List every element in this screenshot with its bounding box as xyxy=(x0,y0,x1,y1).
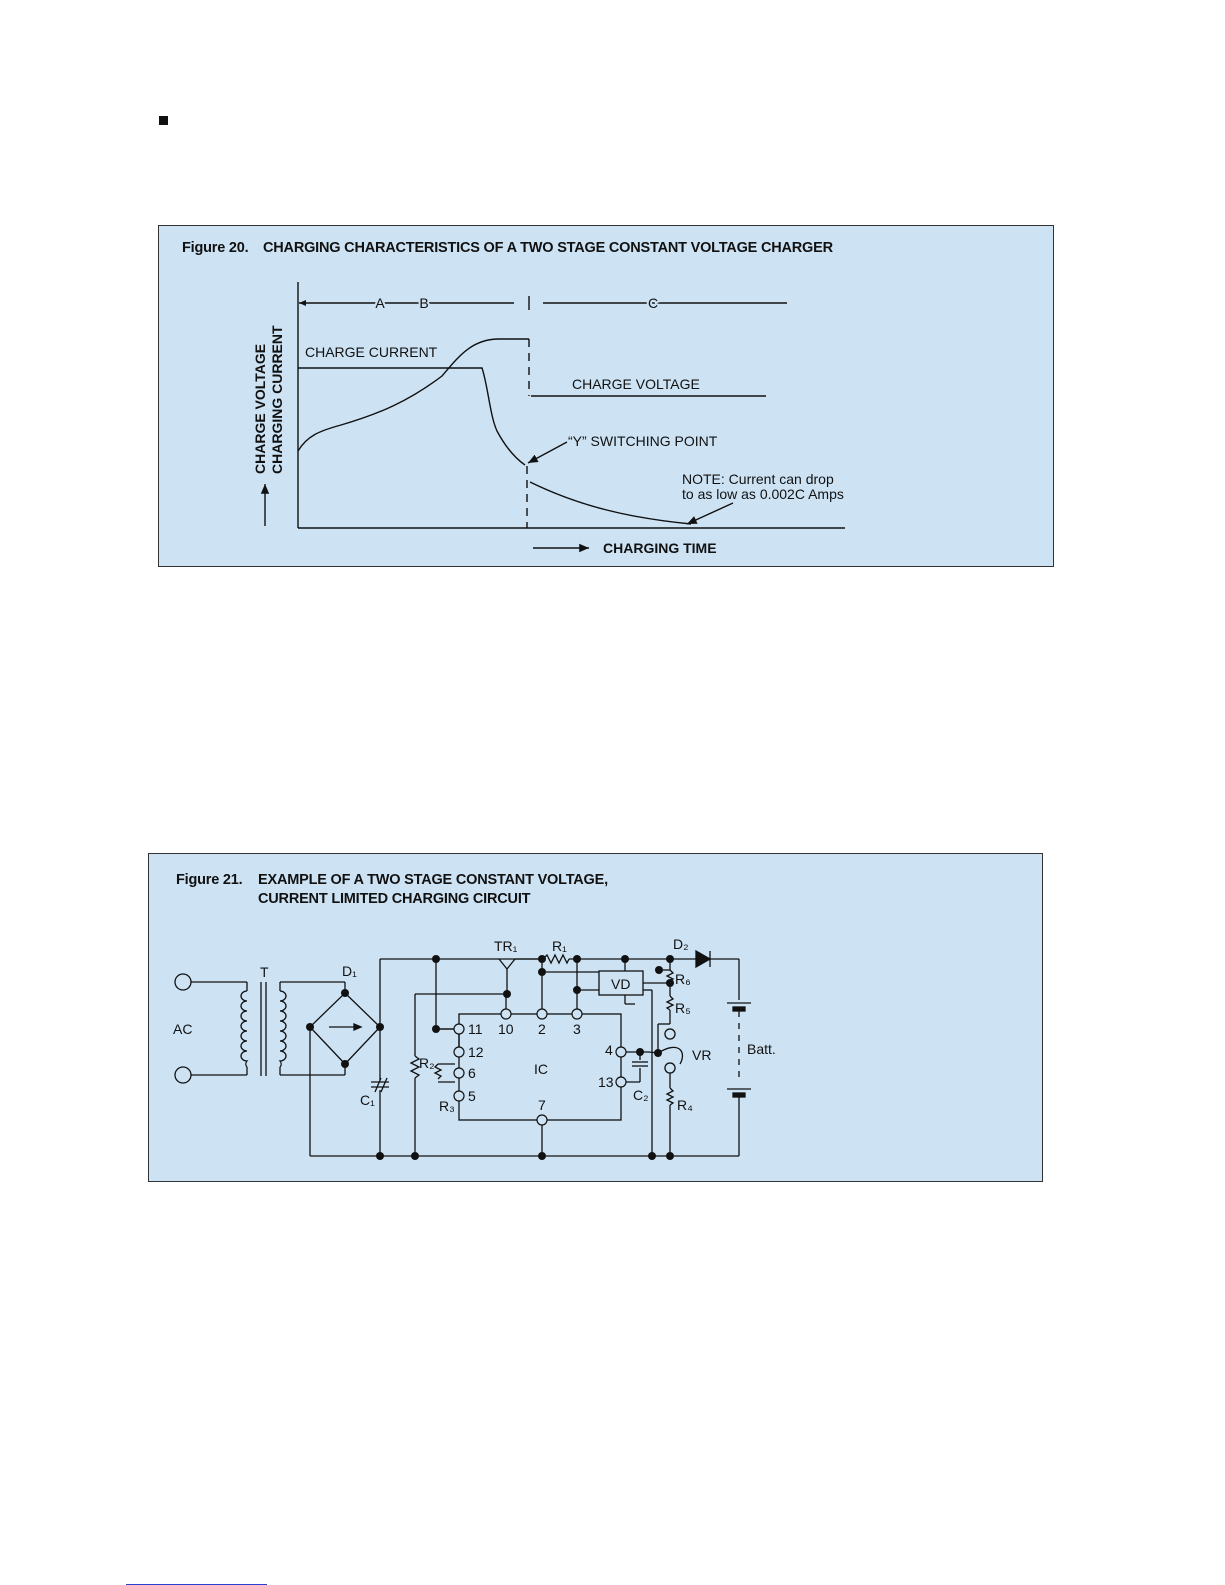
vr-label: VR xyxy=(692,1047,711,1063)
figure-20-panel: Figure 20. CHARGING CHARACTERISTICS OF A … xyxy=(158,225,1054,567)
r5-label: R₅ xyxy=(675,1000,691,1016)
note-line-1: NOTE: Current can drop xyxy=(682,471,834,487)
figure-20-title: Figure 20. CHARGING CHARACTERISTICS OF A … xyxy=(182,240,833,256)
ic-pin-11: 11 xyxy=(468,1021,483,1037)
ic-pin-5: 5 xyxy=(468,1088,476,1104)
charging-characteristics-graph: A B C CHARGE CURRENT CHARGE VOLTAGE “Y” … xyxy=(252,282,845,556)
transformer-label: T xyxy=(260,964,269,980)
vd-label: VD xyxy=(611,976,630,992)
ac-label: AC xyxy=(173,1021,192,1037)
ic-pin-6: 6 xyxy=(468,1065,476,1081)
ic-label: IC xyxy=(534,1061,548,1077)
figure-21-title-line-2: CURRENT LIMITED CHARGING CIRCUIT xyxy=(258,891,531,907)
ic-pin-7: 7 xyxy=(538,1097,546,1113)
figure-21-title: Figure 21. EXAMPLE OF A TWO STAGE CONSTAN… xyxy=(176,871,608,909)
c1-label: C₁ xyxy=(360,1092,375,1108)
y-axis-label-current: CHARGING CURRENT xyxy=(269,325,285,474)
d2-label: D₂ xyxy=(673,936,689,952)
ic-pin-3: 3 xyxy=(573,1021,581,1037)
ic-pin-13: 13 xyxy=(598,1074,614,1090)
resistor-r4 xyxy=(665,1087,675,1106)
transformer-primary xyxy=(240,990,249,1068)
charge-current-label: CHARGE CURRENT xyxy=(305,344,438,360)
ic-pin-2: 2 xyxy=(538,1021,546,1037)
tr1-label: TR₁ xyxy=(494,938,518,954)
diode-d2 xyxy=(695,949,712,969)
region-c-label: C xyxy=(648,295,658,311)
r6-label: R₆ xyxy=(675,971,691,987)
x-axis-label: CHARGING TIME xyxy=(603,540,717,556)
switching-point-label: “Y” SWITCHING POINT xyxy=(568,433,718,449)
d1-label: D₁ xyxy=(342,963,357,979)
transformer-secondary xyxy=(278,990,287,1068)
charging-circuit-schematic: AC T D₁ C₁ R₂ R₃ TR₁ R₁ D₂ VD R₆ R₅ VR R… xyxy=(173,936,776,1160)
figure-20-number: Figure 20. xyxy=(182,240,249,256)
charge-voltage-curve xyxy=(297,338,529,452)
resistor-r2-left xyxy=(409,1055,421,1079)
c2-label: C₂ xyxy=(633,1087,649,1103)
variable-resistor-vr xyxy=(657,1046,684,1065)
figure-21-number: Figure 21. xyxy=(176,872,243,888)
region-b-label: B xyxy=(419,295,428,311)
region-a-label: A xyxy=(375,295,385,311)
transistor-tr1 xyxy=(498,958,516,971)
section-bullet xyxy=(159,116,168,125)
ac-terminal-top xyxy=(174,973,192,991)
charge-current-tail xyxy=(529,481,692,525)
ic-pin-12: 12 xyxy=(468,1044,484,1060)
battery-label: Batt. xyxy=(747,1041,776,1057)
note-line-2: to as low as 0.002C Amps xyxy=(682,486,844,502)
resistor-r5 xyxy=(665,995,675,1011)
r1-label: R₁ xyxy=(552,938,567,954)
figure-20-title-text: CHARGING CHARACTERISTICS OF A TWO STAGE … xyxy=(263,240,833,256)
resistor-r3 xyxy=(433,1063,443,1080)
figure-21-title-line-1: EXAMPLE OF A TWO STAGE CONSTANT VOLTAGE, xyxy=(258,872,608,888)
resistor-r1 xyxy=(542,953,570,965)
bridge-rectifier xyxy=(309,992,381,1065)
charge-current-curve xyxy=(298,367,526,466)
y-axis-label-voltage: CHARGE VOLTAGE xyxy=(252,344,268,474)
charge-voltage-label: CHARGE VOLTAGE xyxy=(572,376,700,392)
ic-pin-10: 10 xyxy=(498,1021,514,1037)
ic-pin-4: 4 xyxy=(605,1042,613,1058)
r3-label: R₃ xyxy=(439,1098,455,1114)
ac-terminal-bottom xyxy=(174,1066,192,1084)
r2-label: R₂ xyxy=(419,1055,435,1071)
figure-21-panel: Figure 21. EXAMPLE OF A TWO STAGE CONSTAN… xyxy=(148,853,1043,1182)
r4-label: R₄ xyxy=(677,1097,693,1113)
